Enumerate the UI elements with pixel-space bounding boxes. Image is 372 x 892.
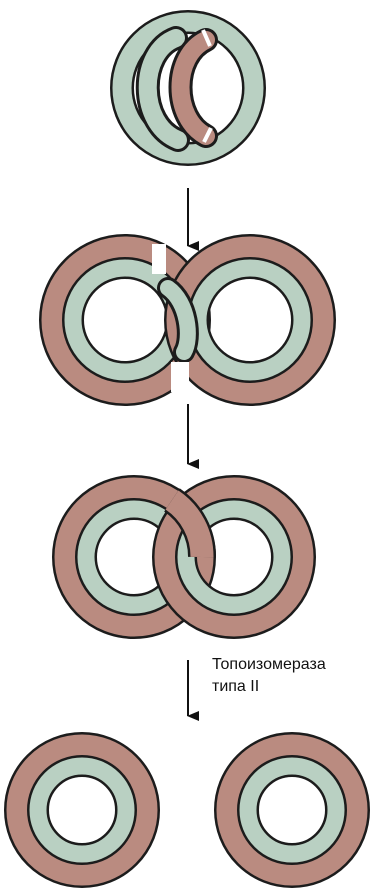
stage-1-replication-bubble: [122, 22, 254, 154]
stage-4-separated-rings: [18, 746, 356, 874]
enzyme-label: Топоизомераза типа II: [212, 654, 326, 698]
stage-3-catenated-rings: [66, 489, 302, 625]
stage-2-figure-eight: [53, 244, 322, 392]
enzyme-type: типа II: [212, 676, 326, 698]
enzyme-name: Топоизомераза: [212, 654, 326, 676]
